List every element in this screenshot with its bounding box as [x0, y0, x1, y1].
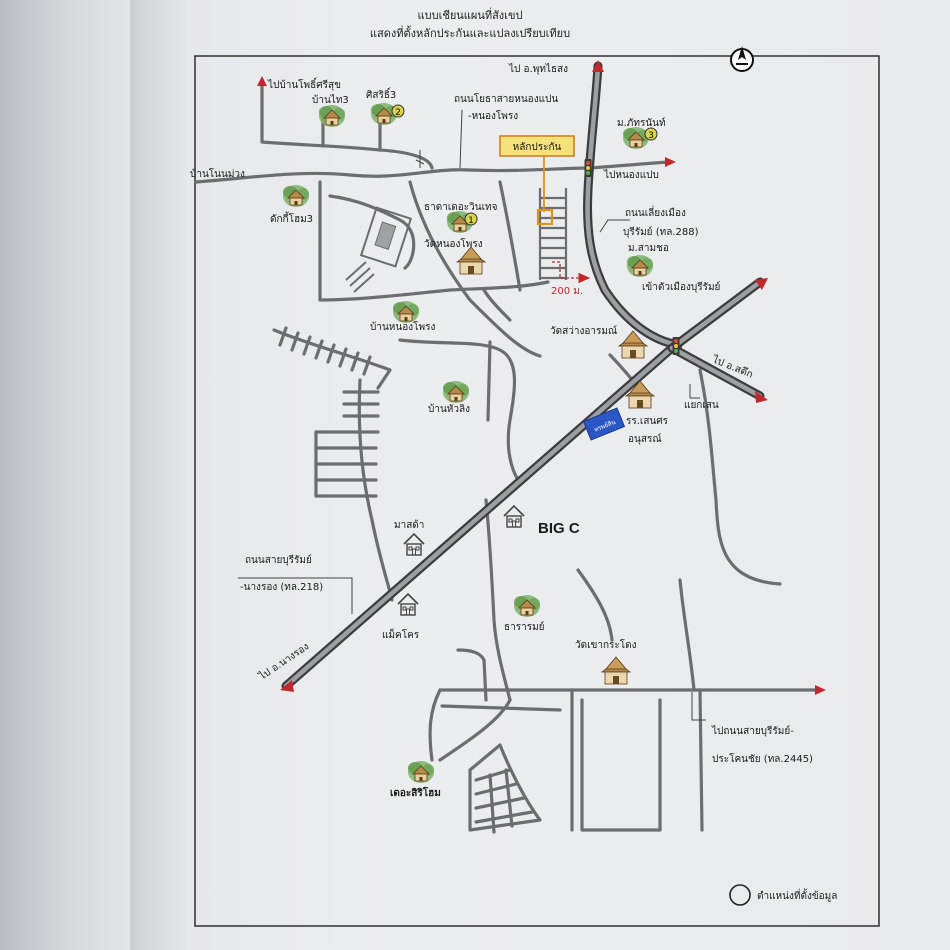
distance-line	[552, 261, 591, 284]
house-icon	[397, 593, 419, 616]
traffic-light-icon	[584, 159, 592, 177]
label-the-sirihome: เดอะสิริโฮม	[390, 786, 441, 799]
document-title: แบบเชียนแผนที่สังเขป	[417, 9, 523, 22]
label-road-liang-mueang: ถนนเลี่ยงเมือง	[625, 205, 686, 219]
legend-symbol	[729, 884, 751, 906]
label-to-city-buriram: เข้าตัวเมืองบุรีรัมย์	[642, 281, 720, 293]
minor-roads	[194, 82, 822, 834]
label-road-buriram-nangrong-2: -นางรอง (ทล.218)	[240, 582, 323, 593]
tree-house-icon	[622, 126, 650, 150]
label-to-phutthaisong: ไป อ.พุทไธสง	[508, 63, 568, 75]
marker-3: 3	[644, 127, 658, 141]
arrow-icon	[755, 278, 768, 290]
label-dak-ko-home-3: ดักกี้โฮม3	[270, 211, 313, 225]
label-makro: แม็คโคร	[382, 627, 420, 641]
label-mor-samchai: ม.สามชอ	[628, 243, 669, 254]
house-icon	[403, 533, 425, 556]
label-to-ban-pho-sisuk: ไปบ้านโพธิ์ศรีสุข	[267, 77, 341, 91]
tree-house-icon	[442, 380, 470, 404]
label-road-liang-mueang-2: บุรีรัมย์ (ทล.288)	[623, 226, 699, 238]
label-ban-thai-3: บ้านไท3	[312, 94, 349, 106]
label-tara-dervin: ธาดาเดอะวินเทจ	[424, 202, 498, 213]
svg-text:2: 2	[395, 108, 401, 118]
label-to-road-prakhon: ไปถนนสายบุรีรัมย์-	[711, 725, 794, 737]
school-sign: ทรพย์สิน	[582, 407, 626, 441]
marker-1: 1	[464, 212, 478, 226]
subject-label-box	[499, 135, 575, 157]
parking-grid	[345, 206, 413, 293]
label-masda: มาสด้า	[394, 519, 424, 531]
temple-icon	[456, 246, 486, 275]
label-big-c: BIG C	[538, 520, 580, 537]
label-sirisi-3: ศิสริธิ์3	[366, 87, 396, 101]
label-mor-phattharanan: ม.ภัทรนันท์	[617, 117, 666, 129]
arrow-icon	[280, 680, 294, 692]
traffic-light-icon	[672, 337, 680, 355]
tree-house-icon	[392, 300, 420, 324]
arrow-icon	[257, 76, 267, 86]
compass-icon	[730, 46, 754, 72]
arrow-icon	[665, 157, 676, 167]
map-frame	[194, 55, 880, 927]
label-thararom: ธารารมย์	[504, 621, 545, 633]
arrow-icon	[815, 685, 826, 695]
label-ban-non-muang: บ้านโนนม่วง	[190, 167, 245, 180]
tree-house-icon	[407, 760, 435, 784]
bypass-road	[583, 61, 683, 350]
label-leaders	[238, 109, 706, 721]
tree-house-icon	[282, 184, 310, 208]
svg-text:3: 3	[648, 131, 654, 141]
label-wat-nong-phrong: วัดหนองโพรง	[424, 237, 483, 250]
label-distance-200: 200 ม.	[551, 286, 583, 297]
direction-arrows	[257, 60, 826, 695]
tree-house-icon	[318, 104, 346, 128]
label-wat-sawang: วัดสว่างอารมณ์	[550, 325, 617, 337]
house-icon	[503, 505, 525, 528]
label-yaek-sen: แยกเสน	[684, 400, 719, 411]
legend-label: ตำแหน่งที่ตั้งข้อมูล	[757, 888, 837, 902]
document-subtitle: แสดงที่ตั้งหลักประกันและแปลงเปรียบเทียบ	[369, 27, 571, 40]
label-ban-hua-ling: บ้านหัวลิง	[428, 403, 470, 415]
label-ban-nong-phrong: บ้านหนองโพรง	[370, 320, 435, 333]
svg-text:1: 1	[468, 216, 474, 226]
label-school: รร.เสนศร	[626, 416, 669, 427]
label-to-road-prakhon-2: ประโคนชัย (ทล.2445)	[712, 752, 813, 765]
arrow-icon	[755, 391, 768, 403]
tree-house-icon	[513, 594, 541, 618]
label-road-nongpan-2: -หนองโพรง	[468, 109, 518, 122]
book-gutter-shadow	[130, 0, 950, 950]
label-to-nong-pan: ไปหนองแปบ	[603, 169, 659, 181]
label-school-2: อนุสรณ์	[628, 433, 662, 445]
subject-label: หลักประกัน	[513, 142, 562, 153]
subject-plot-marker	[536, 208, 554, 226]
tree-house-icon	[626, 254, 654, 278]
label-road-buriram-nangrong: ถนนสายบุรีรัมย์	[245, 554, 312, 566]
marker-2: 2	[391, 104, 405, 118]
arrow-icon	[592, 60, 604, 72]
label-wat-khao-kradong: วัดเขากระโดง	[575, 638, 637, 651]
temple-icon	[601, 656, 631, 685]
label-road-nongpan: ถนนโยธาสายหนองแปน	[454, 92, 558, 105]
